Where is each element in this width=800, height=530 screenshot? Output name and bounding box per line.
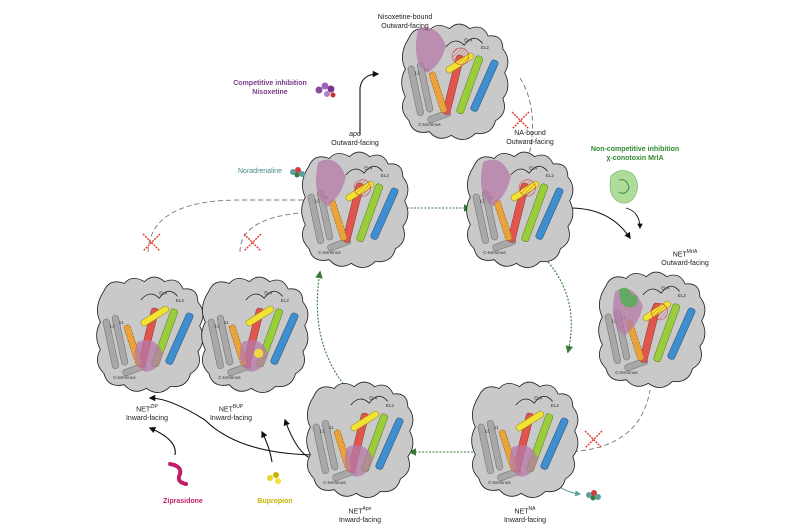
protein-na-inward [471, 381, 579, 499]
arrow-to-mria [569, 207, 631, 240]
label-nisoxetine-bound: Nisoxetine-bound Outward-facing [377, 14, 433, 30]
label-net-na-inward: NETNA Inward-facing [503, 506, 547, 524]
protein-bup [201, 276, 309, 394]
protein-zip [96, 276, 204, 394]
dashed-link-bup [239, 211, 316, 253]
protein-apo-outward [301, 151, 409, 269]
label-net-zip: NETZIP Inward-facing [125, 404, 169, 422]
arrow-mria-in [625, 207, 643, 230]
dashed-link-zip [147, 199, 315, 253]
nisoxetine-molecule-icon [315, 82, 336, 98]
inhibit-cross-na-inward [584, 430, 603, 449]
cycle-arrow-right [547, 261, 574, 354]
inhibit-cross-bup [243, 233, 262, 252]
dashed-link-nisoxetine-na [519, 77, 533, 161]
protein-na-bound [466, 151, 574, 269]
label-competitive-inhibition: Competitive inhibition Nisoxetine [233, 80, 307, 96]
arrow-ziprasidone-in [148, 427, 176, 456]
arrow-to-nisoxetine-bound [359, 70, 380, 135]
inhibit-cross-zip [142, 233, 161, 252]
protein-apo-inward [306, 381, 414, 499]
protein-nisoxetine-bound [401, 23, 509, 141]
noradrenaline-molecule-icon [290, 167, 305, 178]
label-noradrenaline: Noradrenaline [238, 168, 282, 175]
na-released-molecule-icon [586, 490, 601, 501]
conotoxin-mria-icon [609, 170, 638, 204]
label-bupropion: Bupropion [257, 498, 293, 505]
bupropion-molecule-icon [267, 472, 281, 484]
arrow-to-zip [148, 394, 321, 456]
ziprasidone-molecule-icon [168, 462, 188, 486]
label-net-bup: NETBUP Inward-facing [209, 404, 253, 422]
label-ziprasidone: Ziprasidone [163, 498, 203, 505]
label-noncompetitive-inhibition: Non-competitive inhibition χ-conotoxin M… [590, 146, 680, 162]
arrow-bupropion-in [261, 430, 273, 463]
label-net-apo-inward: NETApo Inward-facing [338, 506, 382, 524]
label-na-bound: NA-bound Outward-facing [506, 130, 554, 146]
label-apo-outward: apo Outward-facing [331, 131, 379, 147]
cycle-arrow-left [315, 270, 351, 393]
protein-mria [598, 271, 706, 389]
label-net-mria: NETMrIA Outward-facing [661, 249, 709, 267]
inhibit-cross-nisoxetine [511, 111, 530, 130]
